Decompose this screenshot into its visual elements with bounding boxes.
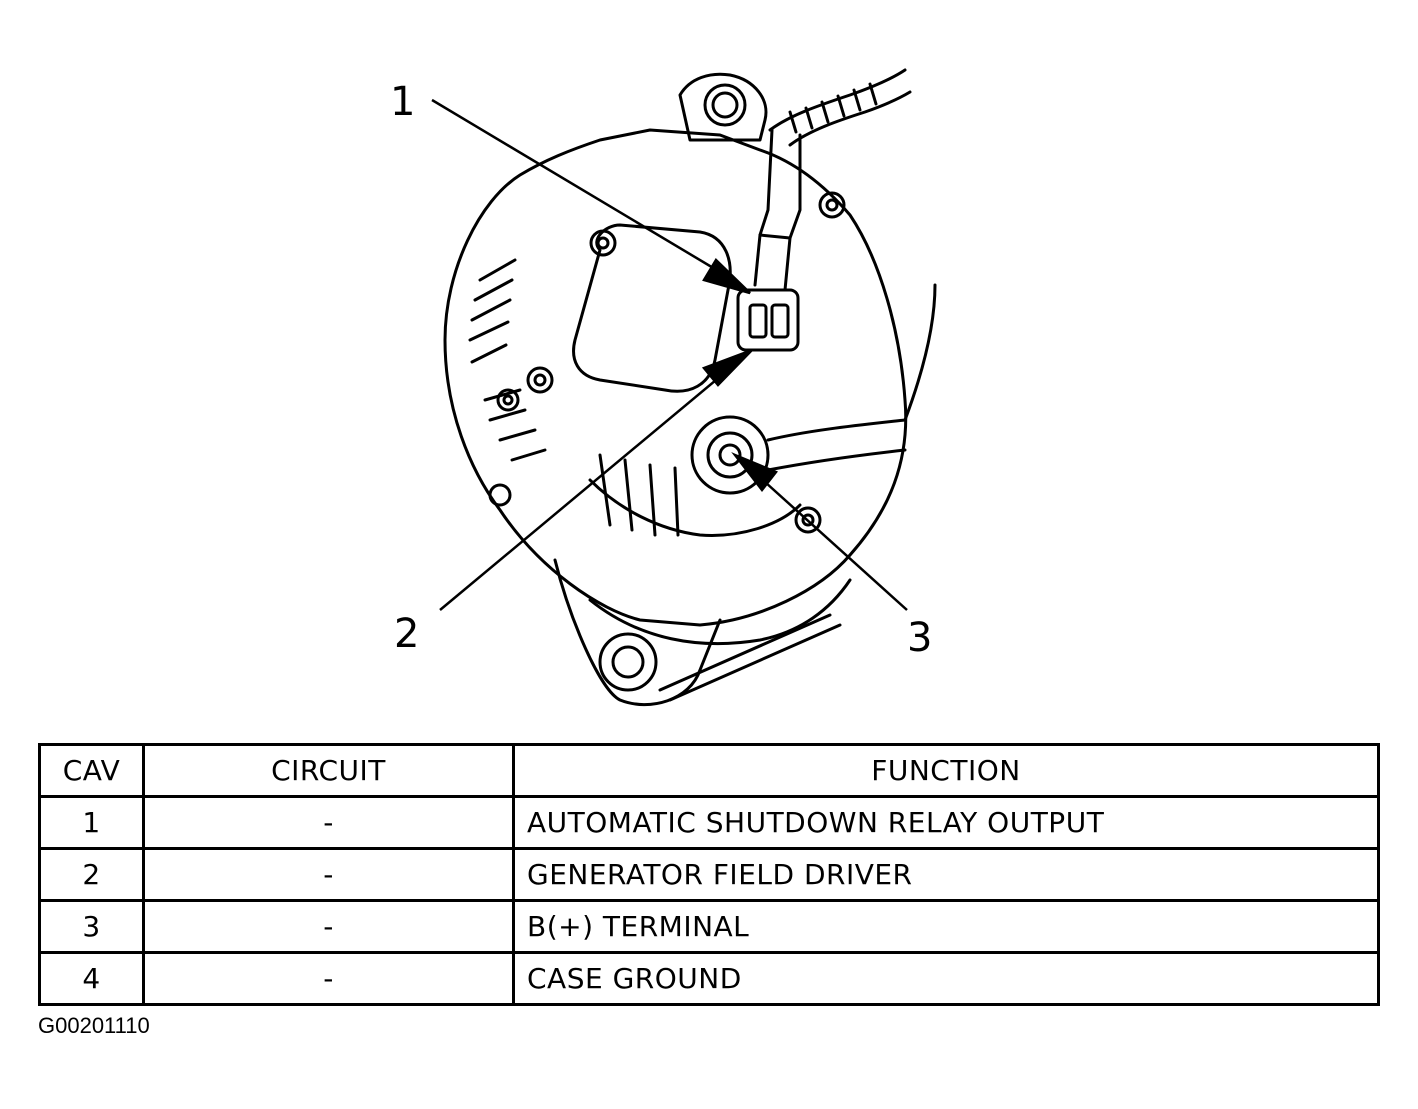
cell-cav: 1 [38, 795, 145, 850]
cell-cav: 3 [38, 899, 145, 954]
callout-2: 2 [394, 611, 420, 657]
figure-code: G00201110 [38, 1013, 150, 1038]
b-plus-terminal [690, 415, 770, 495]
cell-function: CASE GROUND [512, 951, 1380, 1006]
generator-drawing [431, 68, 937, 707]
top-ear [678, 72, 768, 142]
table-row: 3 - B(+) TERMINAL [38, 899, 1380, 954]
table-row: 4 - CASE GROUND [38, 951, 1380, 1006]
cell-circuit: - [142, 899, 515, 954]
arrow-callout [731, 452, 778, 493]
cell-circuit: - [142, 847, 515, 902]
harness-wire [768, 68, 907, 132]
field-connector [736, 288, 800, 352]
table-row: 1 - AUTOMATIC SHUTDOWN RELAY OUTPUT [38, 795, 1380, 850]
table-header-row: CAV CIRCUIT FUNCTION [38, 743, 1380, 798]
cell-circuit: - [142, 951, 515, 1006]
bottom-ear [553, 558, 722, 707]
callout-3: 3 [907, 615, 933, 661]
callout-leaders [431, 98, 908, 611]
cell-cav: 4 [38, 951, 145, 1006]
table-row: 2 - GENERATOR FIELD DRIVER [38, 847, 1380, 902]
callout-1: 1 [390, 79, 416, 125]
top-bolt-hole [703, 83, 747, 127]
cell-circuit: - [142, 795, 515, 850]
cell-cav: 2 [38, 847, 145, 902]
header-function: FUNCTION [512, 743, 1380, 798]
header-cav: CAV [38, 743, 145, 798]
regulator-cover [572, 223, 732, 393]
arrow-callout [701, 348, 753, 387]
generator-illustration: 1 2 3 [390, 68, 937, 707]
cell-function: AUTOMATIC SHUTDOWN RELAY OUTPUT [512, 795, 1380, 850]
header-circuit: CIRCUIT [142, 743, 515, 798]
cooling-fins [468, 258, 517, 364]
bottom-bolt-hole [598, 632, 658, 692]
cell-function: B(+) TERMINAL [512, 899, 1380, 954]
arrow-callout [702, 258, 751, 295]
cell-function: GENERATOR FIELD DRIVER [512, 847, 1380, 902]
connector-pinout-table: CAV CIRCUIT FUNCTION 1 - AUTOMATIC SHUTD… [38, 743, 1380, 1006]
